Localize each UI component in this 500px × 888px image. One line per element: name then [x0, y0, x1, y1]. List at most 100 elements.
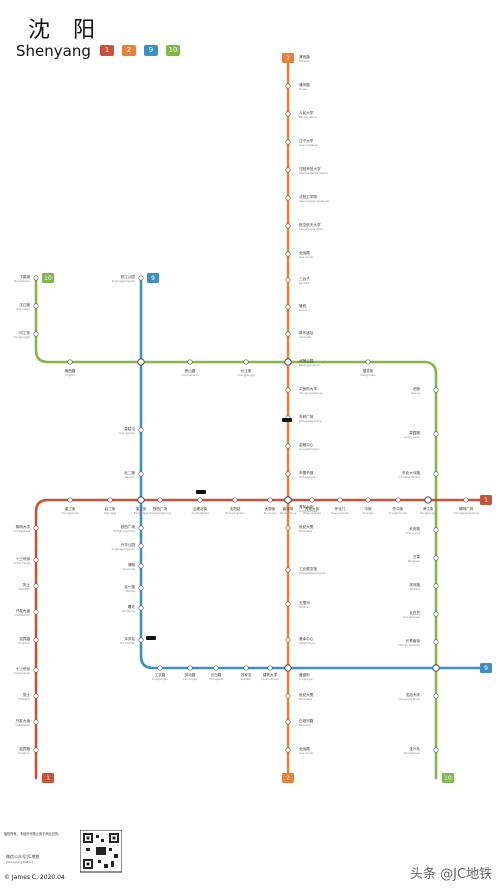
label-l2m-0-cn: 中医药大学	[299, 386, 317, 391]
label-l1-10-en: Zhongjie	[362, 511, 374, 515]
station-l1-7	[284, 496, 292, 504]
station-l9r-4	[267, 665, 273, 671]
station-l10-l2-transfer	[284, 358, 292, 366]
label-l10r-1-en: Chongshanlu	[182, 373, 199, 377]
train-icon-1	[196, 490, 206, 494]
label-l1v-0-cn: 黎明大学	[16, 524, 31, 529]
station-l1v-6	[33, 693, 39, 699]
label-l2-3-cn: 辽宁大学	[299, 138, 314, 143]
badge-line9-east	[480, 663, 492, 673]
station-l10rc-3	[433, 527, 439, 533]
label-l10rc-4-en: Wanquan	[408, 559, 421, 563]
label-l1-8-en: Qingniandajie	[303, 511, 321, 515]
station-l2m-3	[285, 471, 291, 477]
label-l1v-1-cn: 十三号街	[16, 556, 31, 561]
label-l1-1-en: Qigongjie	[104, 511, 117, 515]
label-l2b-0-cn: 世纪大厦	[299, 524, 314, 529]
station-l2-10	[285, 331, 291, 337]
label-l2m-1-cn: 市府广场	[299, 414, 314, 419]
station-l2b-2	[285, 601, 291, 607]
label-l9c-7-cn: 曙光	[128, 604, 136, 609]
station-l2-6	[285, 223, 291, 229]
label-l10c-1-en: Shenliaolu	[16, 307, 30, 311]
label-l9r-3-cn: 苏家屯	[241, 672, 252, 677]
label-l2-3-en: Liaoningdaxue	[299, 143, 318, 147]
station-l10rc-1	[433, 431, 439, 437]
label-l9c-6-cn: 北一路	[124, 584, 135, 589]
label-l2b-3-cn: 奥体中心	[299, 636, 314, 641]
station-l2-8	[285, 277, 291, 283]
station-l10rc-9	[433, 747, 439, 753]
station-l10r-0	[67, 359, 73, 365]
label-l2m-2-en: Jinrongzhongxin	[298, 447, 320, 451]
badge-line2-north-text: 2	[286, 55, 290, 62]
badge-line2-south	[282, 773, 294, 783]
label-l2b-4-en: Yingpanjie	[299, 677, 313, 681]
label-l10c-0-en: Dingxianghu	[14, 279, 31, 283]
station-l1-8	[309, 497, 315, 503]
label-l10c-2-en: Xianggongjie	[13, 335, 30, 339]
label-l2b-2-en: Wulihe	[299, 605, 308, 609]
label-l2-4-en: Shenyangshifandaxue	[299, 171, 328, 175]
label-l2m-0-en: Zhongyiyaodaxue	[299, 391, 323, 395]
label-l1v-8-cn: 迎宾路	[19, 746, 30, 751]
label-l1-5-cn: 沈阳站	[230, 506, 241, 511]
label-l9c-3-cn: 铁西广场	[121, 524, 136, 529]
label-l2-7-cn: 全运路	[299, 250, 310, 255]
label-l9c-3-en: Tiexiguangchang	[113, 529, 136, 533]
label-l2b-1-en: Gongyezhanlanguan	[299, 571, 326, 575]
label-l10rc-0-en: Beiling	[411, 391, 420, 395]
legend-line-10: 10	[166, 45, 180, 56]
label-l10rc-7-en: Changqingnanjie	[398, 643, 420, 647]
label-l2-10-en: Xinleyizhi	[299, 335, 312, 339]
station-l10r-3	[365, 359, 371, 365]
label-l10r-1-cn: 崇山路	[185, 368, 196, 373]
station-l2-4	[285, 167, 291, 173]
station-l10-l9-south	[432, 664, 440, 672]
label-l2-5-cn: 沈阳工学院	[299, 194, 317, 199]
label-l9c-5-en: Huaxiang	[123, 567, 136, 571]
label-l10rc-3-en: Chang'anlu	[405, 531, 420, 535]
label-l1-5-en: Shenyangzhan	[225, 511, 245, 515]
label-l1-11-cn: 东中街	[393, 506, 404, 511]
footer-sub: (Shenyang Metro)	[6, 860, 33, 864]
station-l1v-7	[33, 719, 39, 725]
label-l2m-4-en: Qingniandajie	[299, 509, 317, 513]
badge-line10-west	[42, 273, 54, 283]
label-l1v-0-en: Limingdaxue	[13, 529, 30, 533]
label-l1-1-cn: 启工街	[105, 506, 116, 511]
station-l2b-1	[285, 567, 291, 573]
station-l2-5	[285, 195, 291, 201]
station-l1-0	[67, 497, 73, 503]
label-l10r-2-cn: 长江街	[241, 368, 252, 373]
station-l2-1	[285, 83, 291, 89]
label-l10rc-0-cn: 北陵	[413, 386, 421, 391]
station-l1-6	[267, 497, 273, 503]
train-icon-3	[146, 636, 156, 640]
station-l1v-8	[33, 747, 39, 753]
station-l9c-1	[138, 427, 144, 433]
label-l9c-2-en: Bei'erlu	[125, 475, 135, 479]
badge-line9-east-text: 9	[484, 665, 488, 672]
label-l1-12-en: Pangjiangjie	[420, 511, 436, 515]
station-l10rc-4	[433, 555, 439, 561]
line-1-route	[34, 498, 482, 780]
label-l2-9-cn: 陵西	[299, 303, 307, 308]
label-l2b-6-cn: 白塔河路	[299, 718, 314, 723]
label-l1v-2-cn: 张士	[23, 582, 31, 587]
label-l9c-6-en: Beiyilu	[126, 589, 135, 593]
label-l10r-0-cn: 陵西路	[65, 368, 76, 373]
label-l2b-0-en: Shijidasha	[299, 529, 313, 533]
label-l9c-1-cn: 皇姑屯	[124, 426, 135, 431]
label-l2-0-en: Putianlu	[299, 59, 310, 63]
label-l1v-1-en: Shisanhaojie	[14, 561, 31, 565]
label-l10rc-7-cn: 长青南街	[406, 638, 421, 643]
train-icon-2	[282, 418, 292, 422]
label-l1v-3-cn: 开发大道	[16, 608, 31, 613]
label-l2-7-en: Quanyunlu	[299, 255, 313, 259]
badge-line10-south	[442, 773, 454, 783]
line-10-route	[34, 276, 438, 780]
label-l1-10-cn: 中街	[364, 506, 372, 511]
label-l2m-1-en: Shifuguangchang	[299, 419, 322, 423]
